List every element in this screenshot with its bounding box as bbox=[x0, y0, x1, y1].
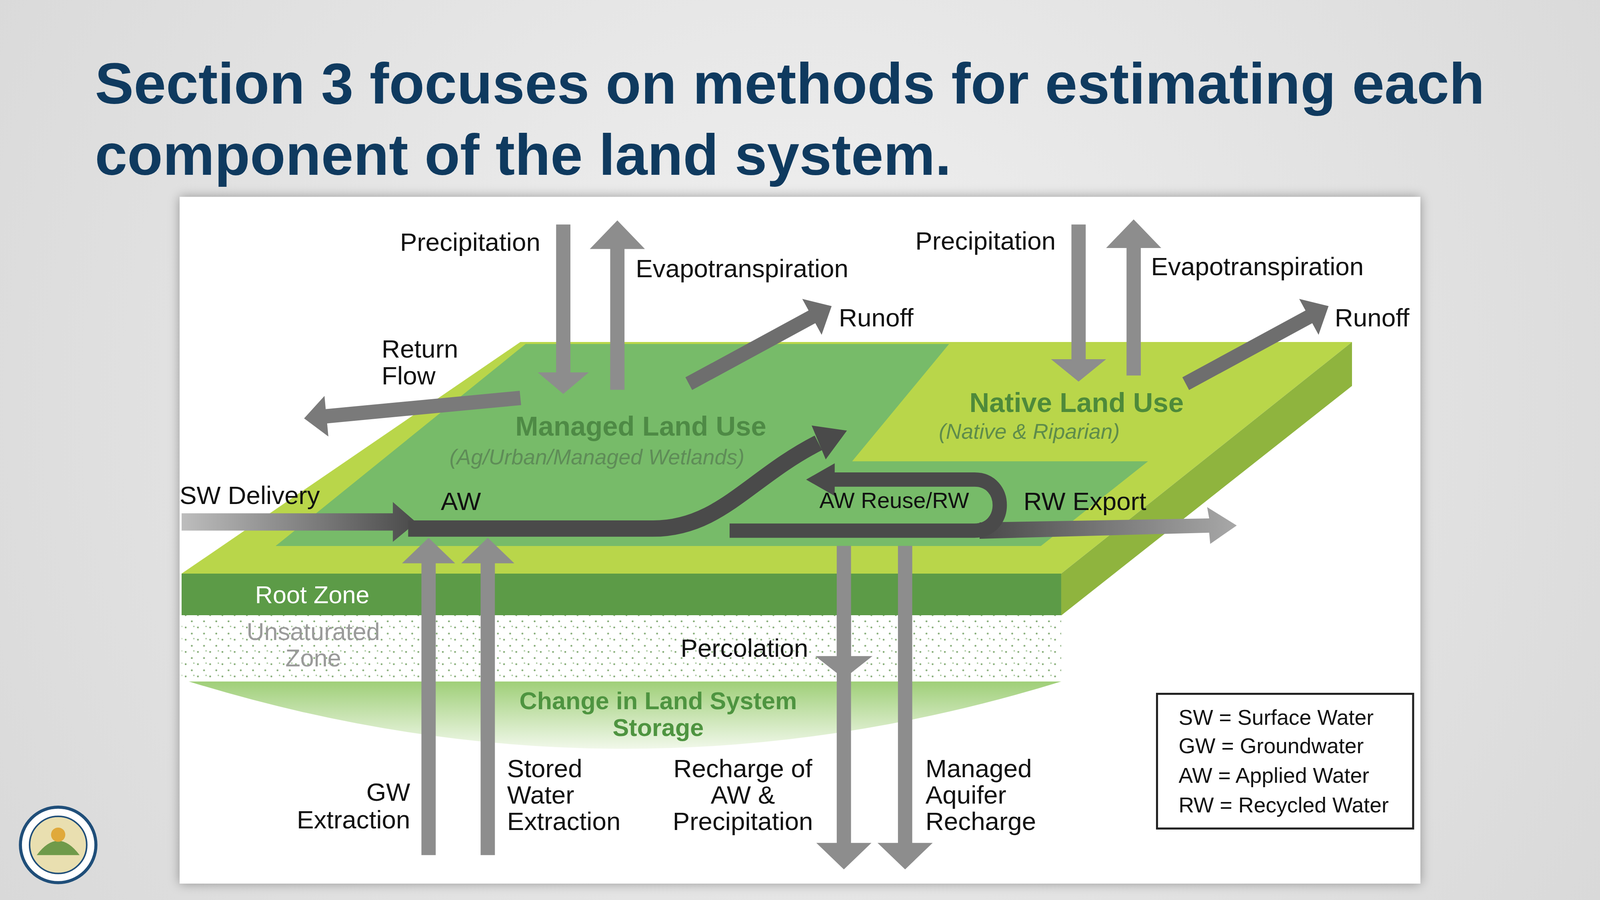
flow-label: Evapotranspiration bbox=[1151, 252, 1396, 282]
storage-lens: Change in Land System Storage bbox=[188, 678, 1062, 755]
flow-label: Runoff bbox=[838, 303, 941, 333]
slab-side bbox=[1061, 342, 1352, 616]
area-subtitle: (Native & Riparian) bbox=[938, 419, 1204, 444]
abbreviation: SW = Surface Water bbox=[1178, 705, 1408, 730]
storage-label: Change in Land System Storage bbox=[494, 687, 822, 741]
flow-label: Managed Aquifer Recharge bbox=[925, 755, 1054, 835]
seal-ring bbox=[20, 807, 96, 883]
lens-fill bbox=[188, 681, 1062, 749]
root-zone-band: Root Zone bbox=[181, 573, 1062, 616]
flow-label: Stored Water Extraction bbox=[507, 755, 635, 835]
slide-title: Section 3 focuses on methods for estimat… bbox=[94, 48, 1575, 191]
flow-label: GW Extraction bbox=[267, 778, 410, 834]
percolation-connector bbox=[836, 615, 852, 656]
abbreviation: RW = Recycled Water bbox=[1178, 792, 1408, 818]
arrow-shaft bbox=[836, 615, 852, 656]
flow-label: Return Flow bbox=[381, 335, 484, 389]
flow-label: AW Reuse/RW bbox=[819, 487, 988, 514]
abbreviation: AW = Applied Water bbox=[1178, 763, 1408, 788]
seal-sun bbox=[51, 827, 66, 842]
unsaturated-zone-band: Unsaturated Zone bbox=[181, 615, 1062, 682]
abbreviation-box: SW = Surface Water GW = Groundwater AW = A… bbox=[1156, 692, 1414, 830]
flow-label: RW Export bbox=[1023, 486, 1187, 516]
agency-seal bbox=[20, 807, 96, 883]
seal-hills bbox=[36, 840, 80, 856]
box-outline bbox=[1157, 694, 1414, 829]
area-heading: Managed Land Use bbox=[436, 410, 845, 442]
area-heading: Native Land Use bbox=[872, 386, 1281, 419]
band-fill bbox=[181, 615, 1062, 682]
area-subtitle: (Ag/Urban/Managed Wetlands) bbox=[392, 444, 801, 470]
band-fill bbox=[181, 573, 1062, 616]
edge-label: Percolation bbox=[665, 633, 808, 663]
abbreviation: GW = Groundwater bbox=[1178, 733, 1408, 759]
flow-label: SW Delivery bbox=[179, 480, 354, 510]
soil-dots bbox=[181, 615, 1062, 682]
flow-label: Evapotranspiration bbox=[635, 254, 881, 284]
flow-label: Precipitation bbox=[400, 227, 574, 257]
seal-inner bbox=[29, 816, 87, 874]
band-label: Unsaturated Zone bbox=[221, 618, 406, 672]
slab-top bbox=[181, 342, 1352, 574]
flow-label: Recharge of AW & Precipitation bbox=[661, 755, 825, 835]
flow-label: AW bbox=[440, 486, 502, 516]
flow-label: Precipitation bbox=[915, 226, 1089, 256]
flow-label: Runoff bbox=[1334, 303, 1437, 333]
